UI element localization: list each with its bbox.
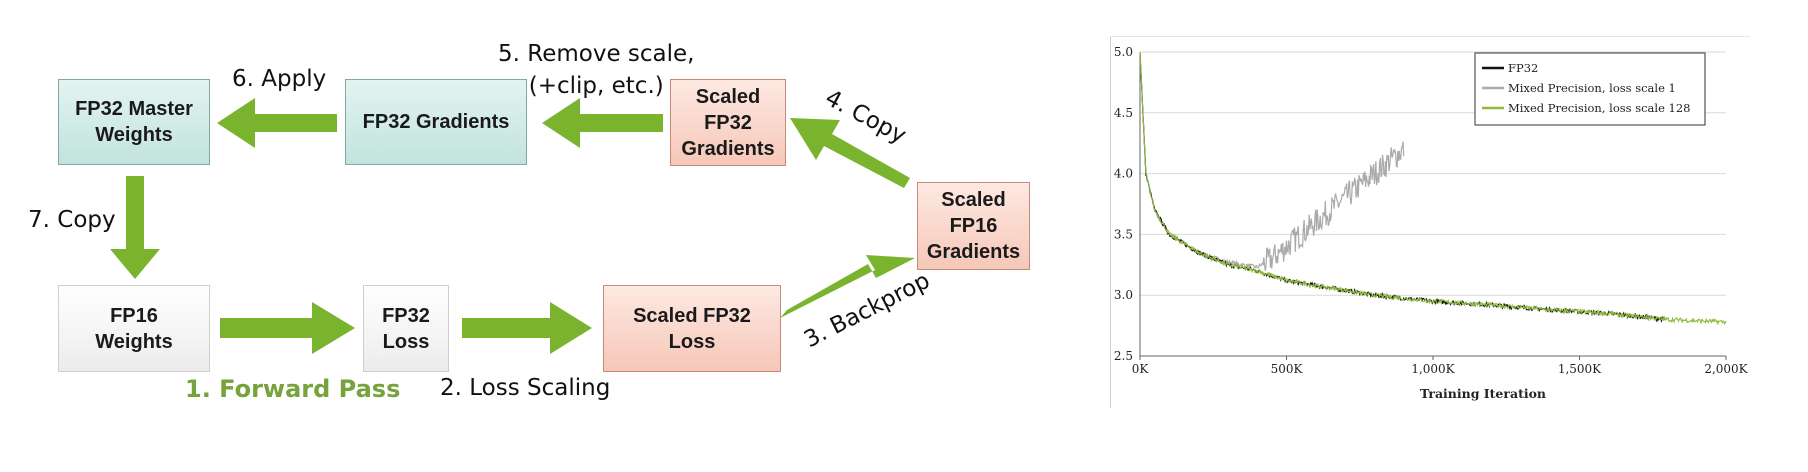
- y-tick-label: 5.0: [1114, 45, 1133, 59]
- legend-box: [1474, 52, 1706, 126]
- y-tick-label: 4.0: [1114, 167, 1133, 181]
- box-fp32-loss: FP32 Loss: [363, 285, 449, 372]
- label-apply: 6. Apply: [232, 66, 327, 92]
- arrow-loss-scaling: [462, 302, 592, 354]
- loss-chart-svg: 2.5 3.0 3.5 4.0 4.5 5.0 0K 500K 1,000K 1,500K 2,00…: [1110, 36, 1750, 408]
- series-line-1: [1139, 51, 1405, 271]
- x-tick-label: 2,000K: [1704, 362, 1748, 376]
- x-tick-label: 1,500K: [1558, 362, 1602, 376]
- y-tick-label: 2.5: [1114, 349, 1133, 363]
- label-copy-7: 7. Copy: [28, 207, 116, 233]
- label-forward-pass: 1. Forward Pass: [185, 375, 401, 403]
- y-tick-label: 4.5: [1114, 106, 1133, 120]
- chart-legend: FP32 Mixed Precision, loss scale 1 Mixed…: [1474, 52, 1706, 126]
- chart-series: [1139, 51, 1727, 326]
- label-remove-scale: 5. Remove scale, (+clip, etc.): [498, 41, 695, 99]
- y-tick-label: 3.5: [1114, 227, 1133, 241]
- box-scaled-fp16-gradients: Scaled FP16 Gradients: [917, 182, 1030, 270]
- chart-ticks: 2.5 3.0 3.5 4.0 4.5 5.0 0K 500K 1,000K 1,500K 2,00…: [1114, 45, 1749, 376]
- arrow-copy-down: [110, 176, 160, 279]
- series-line-2: [1139, 51, 1727, 326]
- arrow-copy-up: [790, 118, 910, 188]
- box-fp16-weights: FP16 Weights: [58, 285, 210, 372]
- arrow-remove-scale: [542, 98, 663, 148]
- y-tick-label: 3.0: [1114, 288, 1133, 302]
- legend-label-fp32: FP32: [1508, 61, 1538, 75]
- x-tick-label: 0K: [1132, 362, 1150, 376]
- box-scaled-fp32-gradients: Scaled FP32 Gradients: [670, 79, 786, 166]
- box-fp32-master-weights: FP32 Master Weights: [58, 79, 210, 165]
- arrow-forward: [220, 302, 355, 354]
- loss-chart: 2.5 3.0 3.5 4.0 4.5 5.0 0K 500K 1,000K 1,500K 2,00…: [1110, 36, 1750, 420]
- x-tick-label: 1,000K: [1411, 362, 1455, 376]
- arrow-apply: [217, 98, 337, 148]
- label-loss-scaling: 2. Loss Scaling: [440, 375, 611, 401]
- legend-label-mp1: Mixed Precision, loss scale 1: [1508, 81, 1676, 95]
- x-axis-title: Training Iteration: [1420, 386, 1546, 401]
- legend-label-mp128: Mixed Precision, loss scale 128: [1508, 101, 1691, 115]
- diagram-arrows: [110, 98, 915, 354]
- arrow-backprop: [780, 255, 915, 318]
- x-tick-label: 500K: [1271, 362, 1304, 376]
- box-scaled-fp32-loss: Scaled FP32 Loss: [603, 285, 781, 372]
- box-fp32-gradients: FP32 Gradients: [345, 79, 527, 165]
